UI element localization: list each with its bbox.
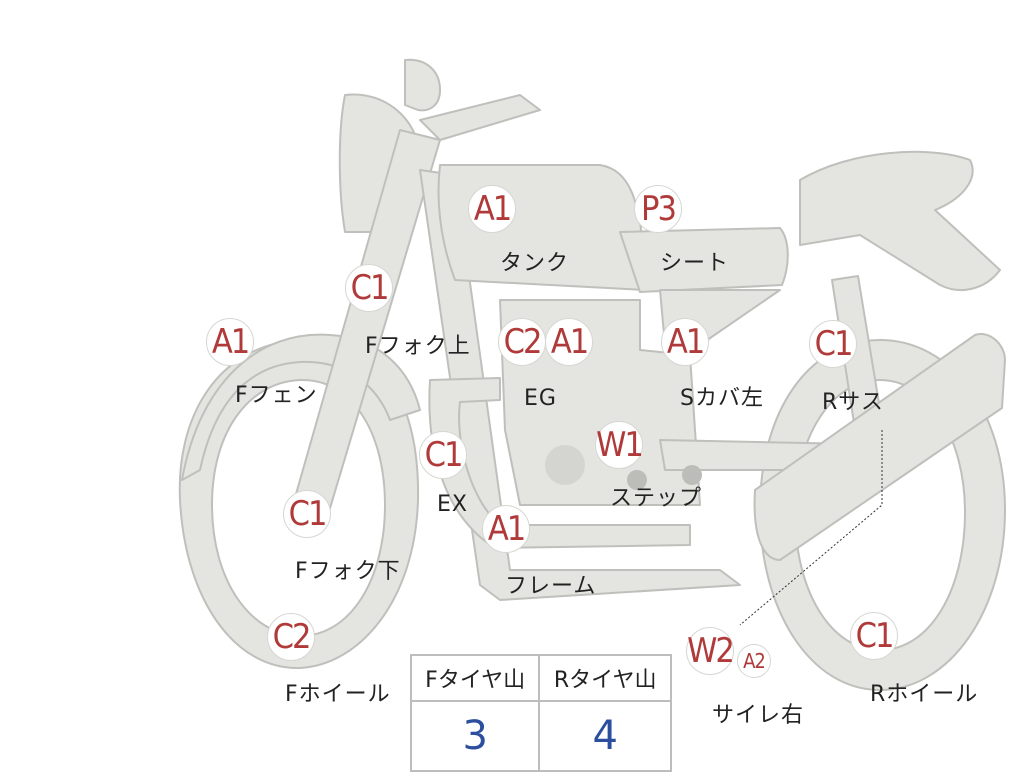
seat-label: シート xyxy=(660,251,730,276)
step-label: ステップ xyxy=(610,486,703,511)
seat-grade-badge[interactable]: P3 xyxy=(634,185,682,233)
engine-cover-circle xyxy=(545,445,585,485)
tire-tread-table: Fタイヤ山 Rタイヤ山 3 4 xyxy=(409,654,672,772)
f-fork-lower-label: Fフォク下 xyxy=(295,559,401,584)
f-fender-label: Fフェン xyxy=(235,383,318,408)
silencer-leader-line xyxy=(739,430,883,626)
exhaust-grade-badge[interactable]: C1 xyxy=(419,431,467,479)
exhaust-label: EX xyxy=(437,492,468,517)
r-suspension-grade-badge[interactable]: C1 xyxy=(809,320,857,368)
rear-tire-tread-header: Rタイヤ山 xyxy=(538,654,672,702)
frame-label: フレーム xyxy=(505,574,597,599)
f-fork-upper-label: Fフォク上 xyxy=(365,334,471,359)
silencer-shape xyxy=(753,333,1006,561)
engine-label: EG xyxy=(524,386,557,411)
f-fork-lower-grade-badge[interactable]: C1 xyxy=(283,490,331,538)
bar-shape xyxy=(419,94,541,141)
rear-tire-tread-value[interactable]: 4 xyxy=(538,700,672,772)
s-cover-left-grade-badge[interactable]: A1 xyxy=(661,318,709,366)
silencer-right-label: サイレ右 xyxy=(712,703,805,728)
r-wheel-grade-badge[interactable]: C1 xyxy=(850,612,898,660)
front-tire-tread-header: Fタイヤ山 xyxy=(409,654,541,702)
rear-fender-shape xyxy=(799,150,1001,291)
f-wheel-grade-badge[interactable]: C2 xyxy=(267,613,315,661)
engine-grade-badge-2[interactable]: A1 xyxy=(545,318,593,366)
r-suspension-label: Rサス xyxy=(822,390,884,415)
f-wheel-label: Fホイール xyxy=(285,682,391,707)
frame-grade-badge[interactable]: A1 xyxy=(482,505,530,553)
silencer-right-grade-badge-2[interactable]: A2 xyxy=(737,644,771,678)
step-peg-right xyxy=(682,465,702,485)
s-cover-left-label: Sカバ左 xyxy=(680,386,764,411)
step-peg-left xyxy=(627,470,647,490)
f-fork-upper-grade-badge[interactable]: C1 xyxy=(345,264,393,312)
silencer-right-grade-badge-1[interactable]: W2 xyxy=(686,627,735,675)
tank-label: タンク xyxy=(500,251,570,276)
front-tire-tread-value[interactable]: 3 xyxy=(409,700,541,772)
handlebar-shape xyxy=(404,58,441,112)
step-grade-badge[interactable]: W1 xyxy=(595,421,644,469)
engine-grade-badge-1[interactable]: C2 xyxy=(498,318,546,366)
r-wheel-label: Rホイール xyxy=(870,682,979,707)
tank-grade-badge[interactable]: A1 xyxy=(468,185,516,233)
f-fender-grade-badge[interactable]: A1 xyxy=(206,318,254,366)
seat-shape xyxy=(619,227,789,293)
